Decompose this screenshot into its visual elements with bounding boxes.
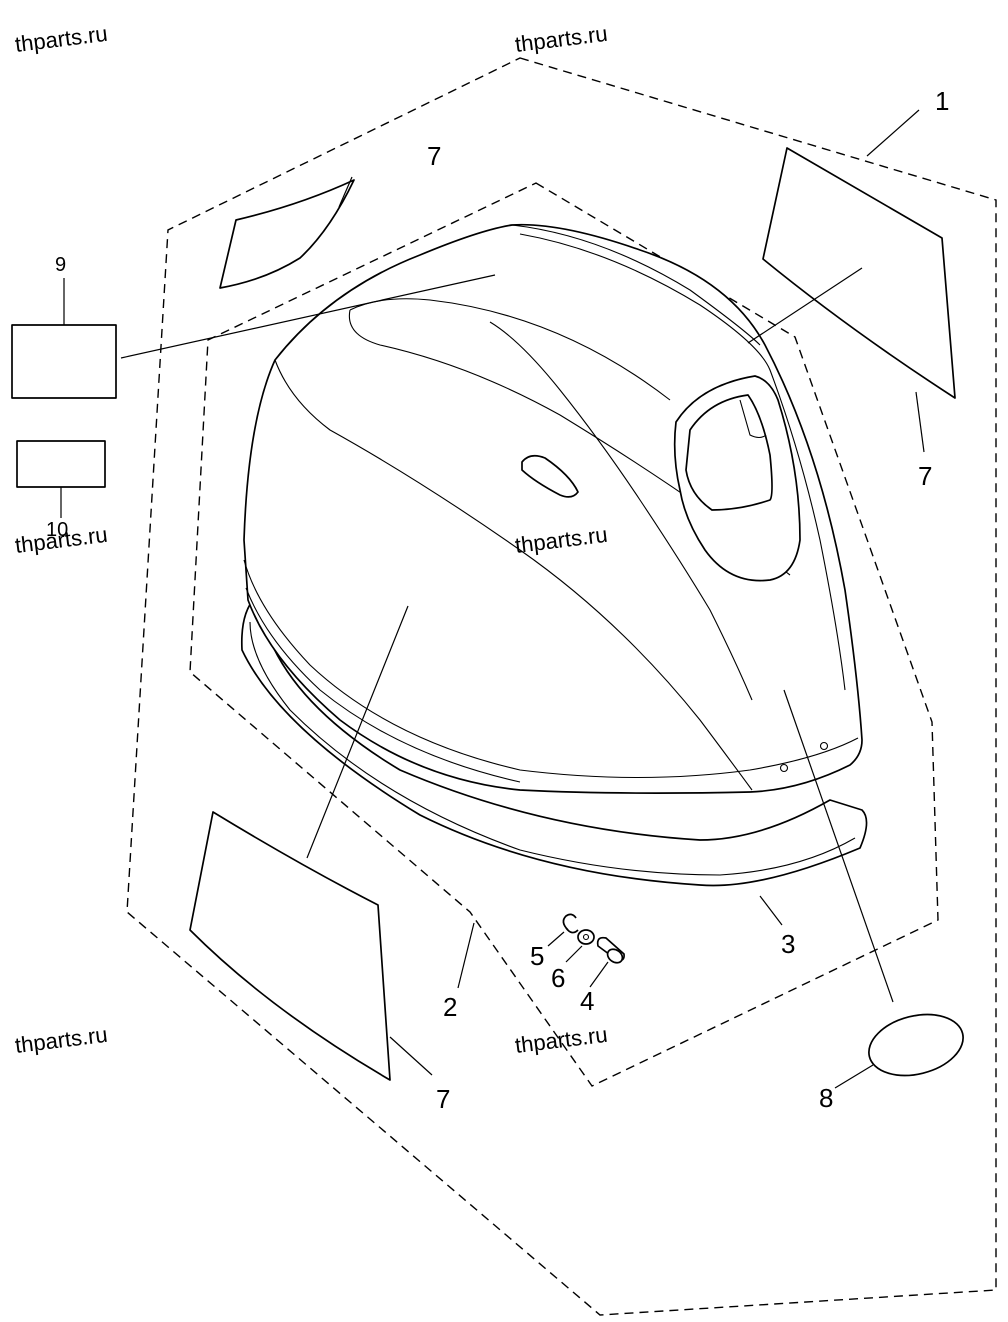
callout-7-right: 7 <box>918 461 932 491</box>
callout-10: 10 <box>46 519 68 541</box>
callout-9: 9 <box>55 254 66 276</box>
callout-8: 8 <box>819 1083 833 1113</box>
assembly-boundary-outer <box>126 57 997 1316</box>
callout-3: 3 <box>781 929 795 959</box>
cowl-seal <box>240 594 868 887</box>
fastener-hardware <box>562 913 625 964</box>
watermark-top-center: thparts.ru <box>514 21 609 57</box>
watermark-bottom-center: thparts.ru <box>514 1022 609 1058</box>
decal-label-9 <box>11 324 117 399</box>
decal-lower-left <box>189 811 391 1081</box>
decal-label-10 <box>16 440 106 488</box>
watermark-bottom-left: thparts.ru <box>14 1022 109 1058</box>
oval-emblem <box>868 1013 964 1077</box>
decal-top-right <box>762 147 956 399</box>
callout-7-bottom: 7 <box>436 1084 450 1114</box>
assembly-boundary-inner <box>189 182 939 1087</box>
engine-top-cowl <box>243 223 863 794</box>
decal-top-left <box>219 179 355 289</box>
callout-4: 4 <box>580 986 594 1016</box>
callout-1: 1 <box>935 86 949 116</box>
callout-2: 2 <box>443 992 457 1022</box>
watermark-middle-left: thparts.ru <box>14 522 109 558</box>
leader-lines <box>60 109 925 1089</box>
callout-7-top: 7 <box>427 141 441 171</box>
callout-6: 6 <box>551 963 565 993</box>
watermark-top-left: thparts.ru <box>14 21 109 57</box>
callout-5: 5 <box>530 941 544 971</box>
